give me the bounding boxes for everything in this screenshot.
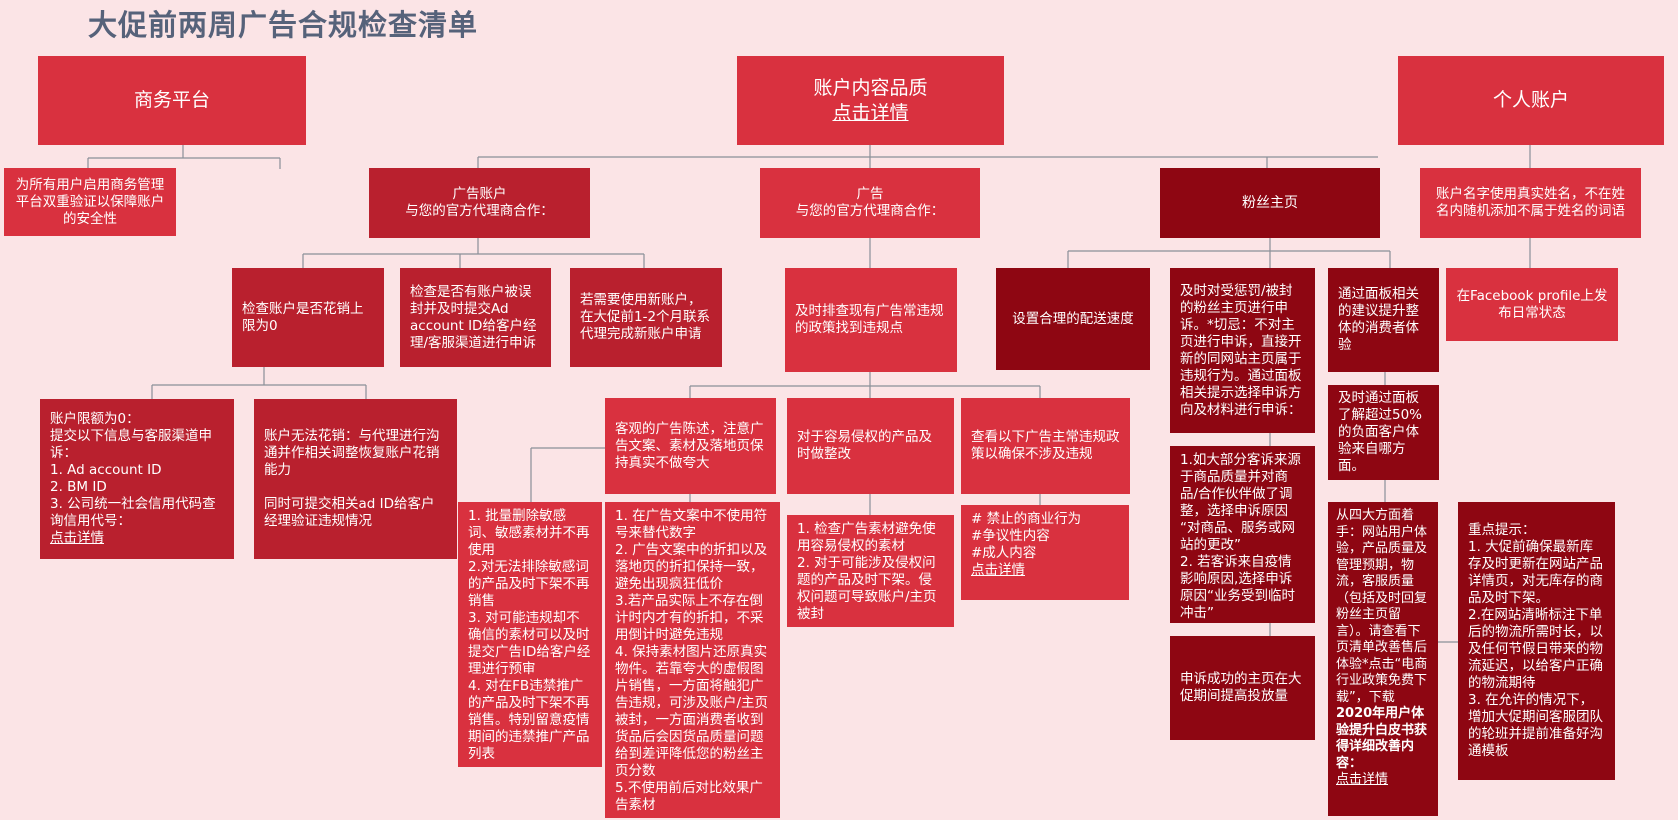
connector	[87, 145, 281, 169]
list-item: 重点提示：	[1468, 522, 1536, 538]
ad-account-node: 广告账户 与您的官方代理商合作：	[369, 168, 590, 238]
list-item: 3. 对可能违规却不确信的素材可以及时提交广告ID给客户经理进行预审	[468, 610, 591, 677]
node-text: 在Facebook profile上发布日常状态	[1456, 287, 1608, 321]
personal-account-node: 个人账户	[1398, 56, 1664, 145]
node-text: 申诉成功的主页在大促期间提高投放量	[1180, 671, 1302, 704]
list-item: 1. 批量删除敏感词、敏感素材并不再使用	[468, 508, 590, 558]
objective-statement-node: 客观的广告陈述，注意广告文案、素材及落地页保持真实不做夸大	[605, 398, 776, 494]
connector	[151, 367, 367, 399]
review-ads-node: 及时排查现有广告常违规的政策找到违规点	[785, 268, 957, 372]
node-label: 商务平台	[133, 89, 210, 111]
limit-zero-node: 账户限额为0： 提交以下信息与客服渠道申诉： 1. Ad account ID …	[40, 399, 234, 559]
business-platform-node: 商务平台	[38, 56, 306, 145]
node-subtitle: 与您的官方代理商合作：	[405, 203, 554, 219]
node-text: 对于容易侵权的产品及时做整改	[797, 429, 932, 462]
copy-rules-node: 1. 在广告文案中不使用符号来替代数字 2. 广告文案中的折扣以及落地页的折扣保…	[605, 502, 780, 818]
node-label: 广告账户	[452, 186, 507, 202]
node-subtitle: 与您的官方代理商合作：	[795, 203, 945, 219]
four-aspects-node: 从四大方面着手：网站用户体验，产品质量及管理预期，物流，客服质量（包括及时回复粉…	[1328, 502, 1438, 816]
list-item: #争议性内容	[971, 528, 1050, 544]
batch-delete-node: 1. 批量删除敏感词、敏感素材并不再使用 2.对无法排除敏感词的产品及时下架不再…	[458, 502, 602, 767]
node-text: 若需要使用新账户，在大促前1-2个月联系代理完成新账户申请	[580, 292, 711, 342]
negative-feedback-node: 及时通过面板了解超过50%的负面客户体验来自哪方面。	[1328, 385, 1439, 480]
node-text: 设置合理的配送速度	[1012, 310, 1134, 327]
list-item: # 禁止的商业行为	[971, 511, 1082, 527]
node-label: 个人账户	[1492, 89, 1569, 111]
node-text: 检查账户是否花销上限为0	[242, 300, 364, 334]
node-text: 为所有用户启用商务管理平台双重验证以保障账户的安全性	[15, 176, 165, 227]
node-text: 及时通过面板了解超过50%的负面客户体验来自哪方面。	[1338, 390, 1423, 474]
list-item: 5.不使用前后对比效果广告素材	[615, 780, 763, 813]
list-item: 2. 对于可能涉及侵权问题的产品及时下架。侵权问题可导致账户/主页被封	[797, 555, 937, 622]
profile-post-node: 在Facebook profile上发布日常状态	[1446, 268, 1618, 341]
new-account-node: 若需要使用新账户，在大促前1-2个月联系代理完成新账户申请	[570, 268, 722, 367]
node-label: 账户内容品质	[813, 76, 928, 99]
list-item: #成人内容	[971, 545, 1037, 561]
connector	[302, 238, 645, 268]
list-item: 1. 在广告文案中不使用符号来替代数字	[615, 508, 768, 541]
list-item: 3.若产品实际上不存在倒计时内才有的折扣，不采用倒计时避免违规	[615, 593, 764, 643]
ip-products-node: 对于容易侵权的产品及时做整改	[787, 398, 954, 494]
list-item: 1. 检查广告素材避免使用容易侵权的素材	[797, 521, 936, 554]
list-item: 4. 对在FB违禁推广的产品及时下架不再销售。特别留意疫情期间的违禁推广产品列表	[468, 678, 590, 762]
ads-node: 广告 与您的官方代理商合作：	[760, 168, 980, 238]
details-link[interactable]: 点击详情	[971, 562, 1025, 578]
whitepaper-text: 2020年用户体验提升白皮书获得详细改善内容：	[1336, 706, 1428, 771]
page-title: 大促前两周广告合规检查清单	[88, 8, 479, 42]
list-item: 2.对无法排除敏感词的产品及时下架不再销售	[468, 559, 590, 609]
details-link[interactable]: 点击详情	[1336, 772, 1389, 787]
appeal-node: 及时对受惩罚/被封的粉丝主页进行申诉。*切忌：不对主页进行申诉，直接开新的同网站…	[1170, 268, 1315, 433]
list-item: 1.如大部分客诉来源于商品质量并对商品/合作伙伴做了调整，选择申诉原因 “对商品…	[1180, 452, 1301, 553]
policy-list-node: # 禁止的商业行为 #争议性内容 #成人内容 点击详情	[961, 505, 1129, 600]
node-text: 同时可提交相关ad ID给客户经理验证违规情况	[264, 496, 435, 529]
list-item: 4. 保持素材图片还原真实物件。若靠夸大的虚假图片销售，一方面将触犯广告违规，可…	[615, 644, 769, 779]
node-text: 客观的广告陈述，注意广告文案、素材及落地页保持真实不做夸大	[615, 420, 764, 471]
node-text: 提交以下信息与客服渠道申诉：	[50, 428, 212, 461]
ip-rules-node: 1. 检查广告素材避免使用容易侵权的素材 2. 对于可能涉及侵权问题的产品及时下…	[787, 515, 954, 627]
node-text: 2. BM ID	[50, 479, 107, 495]
list-item: 3. 在允许的情况下，增加大促期间客服团队的轮班并提前准备好沟通模板	[1468, 692, 1603, 759]
cannot-spend-node: 账户无法花销：与代理进行沟通并作相关调整恢复账户花销能力 同时可提交相关ad I…	[254, 399, 457, 559]
node-text: 1. Ad account ID	[50, 462, 162, 478]
panel-tips-node: 通过面板相关的建议提升整体的消费者体验	[1328, 268, 1439, 372]
connector	[689, 372, 1041, 398]
check-limit-node: 检查账户是否花销上限为0	[232, 268, 384, 367]
node-text: 查看以下广告主常违规政策以确保不涉及违规	[971, 429, 1120, 462]
list-item: 2. 若客诉来自疫情影响原因,选择申诉原因“业务受到临时冲击”	[1180, 554, 1295, 621]
node-text: 账户无法花销：与代理进行沟通并作相关调整恢复账户花销能力	[264, 428, 440, 478]
node-text: 3. 公司统一社会信用代码查询信用代号：	[50, 496, 216, 529]
bm-2fa-node: 为所有用户启用商务管理平台双重验证以保障账户的安全性	[4, 168, 176, 236]
list-item: 2. 广告文案中的折扣以及落地页的折扣保持一致，避免出现疯狂低价	[615, 542, 768, 592]
key-tips-node: 重点提示： 1. 大促前确保最新库存及时更新在网站产品详情页，对无库存的商品及时…	[1458, 502, 1615, 780]
node-text: 账户限额为0：	[50, 411, 140, 427]
details-link[interactable]: 点击详情	[832, 101, 909, 124]
fan-page-node: 粉丝主页	[1160, 168, 1380, 238]
node-text: 通过面板相关的建议提升整体的消费者体验	[1338, 286, 1419, 353]
connector	[477, 145, 1378, 168]
node-text: 检查是否有账户被误封并及时提交Ad account ID给客户经理/客服渠道进行…	[410, 283, 537, 351]
node-label: 粉丝主页	[1242, 194, 1298, 211]
node-text: 从四大方面着手：网站用户体验，产品质量及管理预期，物流，客服质量（包括及时回复粉…	[1336, 508, 1428, 705]
node-label: 广告	[856, 186, 884, 202]
list-item: 2.在网站清晰标注下单后的物流所需时长，以及任何节假日带来的物流延迟，以给客户正…	[1468, 607, 1603, 691]
appeal-success-node: 申诉成功的主页在大促期间提高投放量	[1170, 636, 1315, 740]
appeal-reasons-node: 1.如大部分客诉来源于商品质量并对商品/合作伙伴做了调整，选择申诉原因 “对商品…	[1170, 446, 1315, 623]
node-text: 账户名字使用真实姓名，不在姓名内随机添加不属于姓名的词语	[1436, 186, 1625, 219]
node-text: 及时对受惩罚/被封的粉丝主页进行申诉。*切忌：不对主页进行申诉，直接开新的同网站…	[1180, 282, 1302, 418]
real-name-node: 账户名字使用真实姓名，不在姓名内随机添加不属于姓名的词语	[1420, 168, 1641, 238]
connector	[530, 447, 691, 502]
connector	[1067, 238, 1391, 268]
check-banned-node: 检查是否有账户被误封并及时提交Ad account ID给客户经理/客服渠道进行…	[400, 268, 551, 367]
account-quality-node: 账户内容品质 点击详情	[737, 56, 1004, 145]
list-item: 1. 大促前确保最新库存及时更新在网站产品详情页，对无库存的商品及时下架。	[1468, 539, 1603, 606]
delivery-speed-node: 设置合理的配送速度	[996, 268, 1150, 370]
details-link[interactable]: 点击详情	[50, 530, 104, 546]
node-text: 及时排查现有广告常违规的政策找到违规点	[795, 303, 944, 336]
common-policies-node: 查看以下广告主常违规政策以确保不涉及违规	[961, 398, 1130, 494]
